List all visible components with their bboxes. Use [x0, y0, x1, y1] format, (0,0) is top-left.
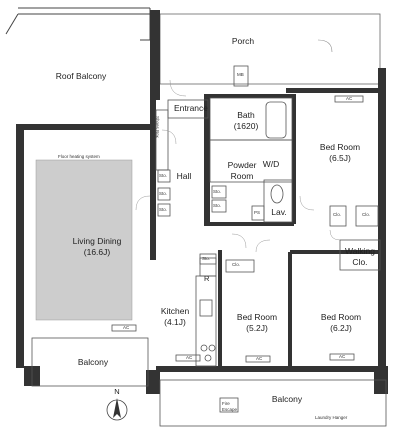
roof-balcony-railing — [5, 7, 150, 35]
wall-entrance-left — [150, 100, 156, 260]
wash-basin — [270, 184, 284, 204]
fridge-note: R — [204, 274, 210, 283]
floor-heating-area — [35, 159, 133, 321]
living-dining-label: Living Dining (16.6J) — [72, 236, 122, 257]
wall-left-outer — [16, 124, 24, 368]
powder-room-label: Powder Room — [227, 160, 257, 181]
bed-room-1-label: Bed Room (6.5J) — [319, 142, 361, 163]
bed-room-2-label: Bed Room (5.2J) — [236, 312, 278, 333]
ac-bed1-note: AC — [346, 96, 353, 101]
sto-note-5: Sto. — [213, 203, 222, 208]
kitchen-label: Kitchen (4.1J) — [160, 306, 190, 327]
kitchen-counter — [195, 275, 217, 367]
bed-room-3-label: Bed Room (6.2J) — [320, 312, 362, 333]
clo-note-bed1-a: Clo. — [333, 212, 342, 217]
roof-balcony-edge — [140, 8, 151, 41]
door-arc-bed1 — [299, 195, 315, 211]
lav-label: Lav. — [271, 207, 287, 217]
sink — [199, 299, 213, 317]
wd-label: W/D — [262, 159, 280, 169]
mb-box — [233, 65, 249, 87]
wall-bed-mid — [290, 250, 382, 254]
powder-room — [209, 139, 293, 183]
mb-note: MB — [237, 72, 244, 77]
wall-bed-top — [286, 88, 382, 93]
storage-hall-3 — [157, 203, 171, 217]
fire-escape-hatch — [219, 397, 239, 413]
ac-living-note: AC — [123, 325, 130, 330]
storage-hall-2 — [157, 187, 171, 201]
closet-bed2 — [225, 259, 255, 273]
bathtub — [265, 101, 287, 139]
door-arc-bed3 — [255, 239, 271, 253]
porch-label: Porch — [231, 36, 255, 46]
clo-note-bed2: Clo. — [232, 262, 241, 267]
balcony-left-label: Balcony — [77, 357, 109, 367]
fire-escape-note: Fire Escape — [222, 401, 238, 412]
roof-balcony-label: Roof Balcony — [55, 71, 107, 81]
storage-mid-2 — [211, 199, 227, 213]
ps-box — [251, 205, 265, 221]
wall-bath-right — [292, 94, 296, 224]
door-arc-walkin — [329, 229, 341, 241]
walking-closet — [339, 239, 381, 271]
sto-note-2: Sto. — [159, 191, 168, 196]
stove-1 — [200, 344, 208, 352]
hall-label: Hall — [176, 171, 192, 181]
stove-3 — [204, 354, 212, 362]
wall-column-top — [150, 10, 160, 100]
ac-unit-bedroom1 — [334, 95, 364, 103]
closet-bed1-a — [329, 205, 347, 227]
wall-bed-split — [288, 252, 292, 370]
wall-wc-block — [204, 94, 210, 224]
wall-kitchen-bed — [218, 250, 222, 370]
wall-bottom — [156, 366, 386, 372]
sto-note-3: Sto. — [159, 207, 168, 212]
ac-unit-living — [111, 324, 137, 332]
door-arc-bed2 — [231, 233, 247, 249]
balcony-bottom-label: Balcony — [271, 394, 303, 404]
sto-note-kitchen: Sto. — [202, 256, 211, 261]
lav-area — [263, 179, 293, 223]
column-bottom-left — [146, 370, 160, 394]
fridge-box — [199, 257, 217, 277]
bottom-balcony-area — [159, 379, 387, 427]
shoes-box-note: Shoes Box — [155, 116, 160, 138]
entrance-label: Entrance — [173, 103, 209, 113]
compass-north-icon — [106, 398, 128, 421]
ps-note: PS — [254, 210, 261, 215]
porch-door-arc — [317, 39, 333, 53]
wall-bath-top — [204, 94, 294, 98]
sto-note-4: Sto. — [213, 189, 222, 194]
ac-unit-bed2 — [245, 355, 271, 363]
stove-2 — [208, 344, 216, 352]
floor-heating-note: Floor heating system — [58, 154, 100, 159]
closet-bed1-b — [355, 205, 379, 227]
walking-clo-label: Walking Clo. — [345, 246, 375, 267]
storage-mid-1 — [211, 185, 227, 199]
bath-label: Bath (1620) — [233, 110, 259, 131]
ac-unit-bed3 — [329, 353, 355, 361]
porch-area — [159, 13, 381, 85]
compass-north-label: N — [114, 387, 120, 396]
wall-top-living — [16, 124, 156, 130]
left-balcony-area — [31, 337, 149, 387]
ac-kitchen-note: AC — [186, 355, 193, 360]
door-arc-hall — [161, 129, 177, 145]
ac-unit-kitchen — [175, 354, 201, 362]
wall-mid-horizontal — [204, 222, 294, 226]
ac-bed2-note: AC — [256, 356, 263, 361]
storage-hall-1 — [157, 169, 171, 183]
clo-note-bed1-b: Clo. — [362, 212, 371, 217]
sto-note-1: Sto. — [159, 173, 168, 178]
entrance-room — [167, 99, 209, 119]
wall-right-outer — [378, 68, 386, 380]
ac-bed3-note: AC — [339, 354, 346, 359]
storage-kitchen — [199, 253, 217, 265]
laundry-hanger-note: Laundry Hanger — [315, 415, 348, 420]
door-arc-living — [135, 195, 151, 211]
door-arc-entrance — [169, 79, 187, 97]
